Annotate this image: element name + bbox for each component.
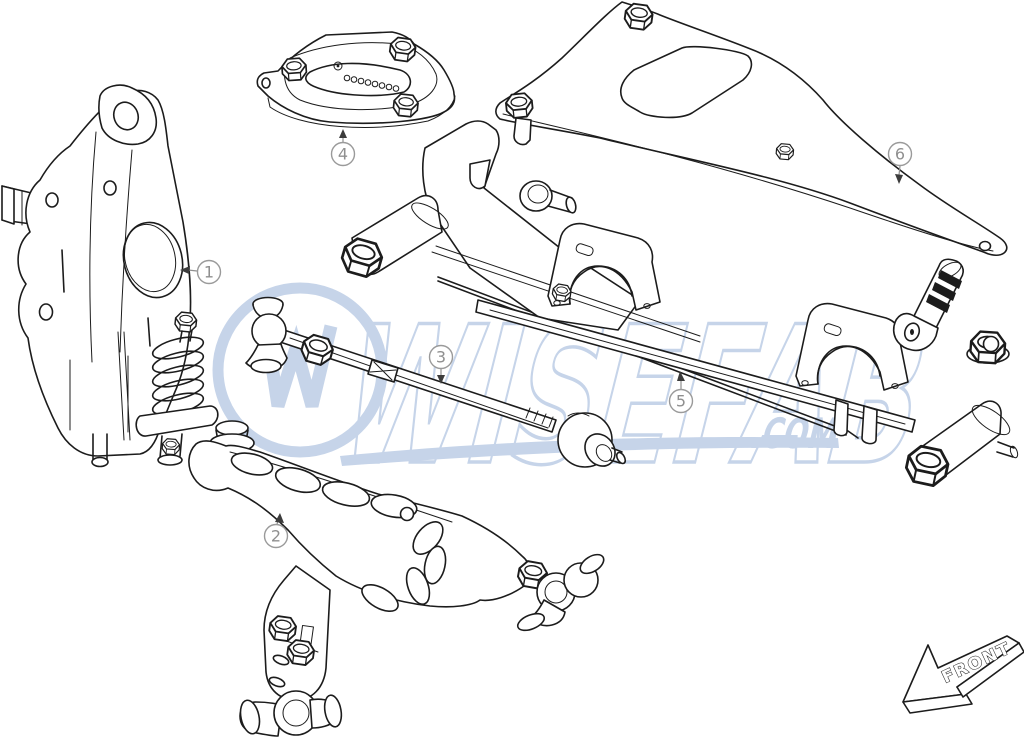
tie-rod-end-barrel <box>557 412 627 468</box>
callout-4: 4 <box>330 129 356 167</box>
subframe-left-bushing <box>337 194 449 281</box>
arm-rear-tang <box>263 565 331 701</box>
gusset-center-nut <box>775 142 795 161</box>
callout-2-badge <box>263 523 289 549</box>
upright-spring-assembly <box>135 310 219 466</box>
callout-4-badge <box>330 141 356 167</box>
subframe-ball-pin <box>892 258 964 352</box>
callout-5-number: 5 <box>676 392 686 411</box>
callout-1: 1 <box>180 259 222 285</box>
callout-3: 3 <box>428 344 454 384</box>
subframe-round-bushing <box>519 180 577 214</box>
part-1-upright-knuckle <box>1 84 219 468</box>
part-5-subframe-crossmember <box>337 120 1019 490</box>
subframe-left-hat-bracket <box>547 222 661 311</box>
subframe-flange-nut <box>966 329 1010 366</box>
part-3-inner-tie-rod <box>245 296 627 468</box>
arm-tip-ball-joint <box>515 553 605 632</box>
upright-large-oval <box>122 221 184 299</box>
callout-1-badge <box>196 259 222 285</box>
callout-2: 2 <box>263 513 289 549</box>
watermark-suffix-text: .COM <box>746 410 844 459</box>
front-direction-arrow-icon: FRONT <box>902 635 1024 714</box>
top-plate-ear-hole <box>261 77 271 89</box>
arm-bottom-spool-bushing <box>239 690 343 737</box>
callout-5-badge <box>668 388 694 414</box>
top-plate-nut-2 <box>280 56 308 82</box>
gusset-cutout-hole <box>619 45 753 119</box>
callout-3-badge <box>428 344 454 370</box>
arm-lightening-holes <box>230 452 447 613</box>
callout-group: 1 2 3 4 5 6 <box>180 129 913 549</box>
callout-3-number: 3 <box>436 348 446 367</box>
bracket-triangle-hole <box>469 159 491 190</box>
tie-rod-ball-joint <box>245 296 288 374</box>
part-6-gusset-bracket-plate <box>495 1 1008 257</box>
subframe-right-bushing <box>902 400 1019 490</box>
part-4-top-mount-plate <box>256 31 456 128</box>
callout-2-number: 2 <box>271 527 281 546</box>
part-2-lower-control-arm <box>188 420 605 737</box>
top-plate-serrations <box>343 74 400 92</box>
callout-6-badge <box>887 141 913 167</box>
callout-6: 6 <box>887 141 913 184</box>
gusset-end-hole <box>978 240 992 252</box>
upright-eye-hole <box>112 101 140 131</box>
callout-5: 5 <box>668 371 694 414</box>
callout-1-number: 1 <box>204 263 214 282</box>
callout-6-number: 6 <box>895 145 905 164</box>
callout-4-number: 4 <box>338 145 348 164</box>
subframe-right-hat-bracket <box>795 302 909 445</box>
